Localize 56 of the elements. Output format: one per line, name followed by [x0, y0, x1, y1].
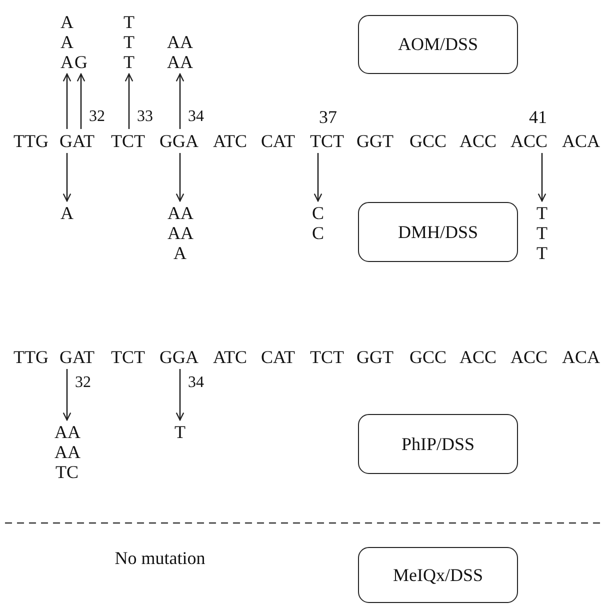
codon-text: GGT [356, 347, 394, 367]
codon-text: TTG [14, 131, 48, 151]
edge-label: 34 [188, 108, 204, 126]
codon-text: CAT [261, 131, 295, 151]
treatment-box: DMH/DSS [358, 202, 518, 262]
codon-text: ATC [213, 347, 247, 367]
codon-text: ACC [510, 131, 548, 151]
codon-text: GCC [410, 131, 446, 151]
codon-text: GGA [160, 347, 198, 367]
mutation-text: T T T [536, 203, 548, 263]
codon-text: GGA [160, 131, 198, 151]
arrow [176, 153, 184, 202]
codon-text: ATC [213, 131, 247, 151]
arrow [124, 73, 134, 129]
edge-label: 32 [89, 108, 105, 126]
codon-text: TCT [111, 347, 145, 367]
mutation-text: C C [312, 203, 324, 243]
mutation-text: A [60, 203, 74, 223]
codon-text: TCT [111, 131, 145, 151]
arrow [62, 73, 72, 129]
note-text: No mutation [114, 548, 206, 568]
arrow [176, 73, 184, 129]
codon-text: ACC [510, 347, 548, 367]
arrow [62, 369, 72, 421]
mutation-text: A A A [60, 12, 74, 72]
position-number: 37 [319, 107, 337, 127]
codon-text: ACC [460, 131, 496, 151]
mutation-text: AA AA TC [54, 422, 80, 482]
arrow [538, 153, 546, 202]
arrow [76, 73, 86, 129]
treatment-box: AOM/DSS [358, 15, 518, 74]
codon-text: TTG [14, 347, 48, 367]
edge-label: 33 [137, 108, 153, 126]
arrow [176, 369, 184, 421]
edge-label: 32 [75, 374, 91, 392]
arrow [62, 153, 72, 202]
codon-text: GAT [60, 347, 94, 367]
mutation-text: AA AA [167, 32, 193, 72]
codon-text: CAT [261, 347, 295, 367]
codon-text: ACA [562, 131, 600, 151]
mutation-text: T T T [124, 12, 134, 72]
codon-text: TCT [310, 347, 344, 367]
mutation-text: G [74, 52, 88, 72]
position-number: 41 [529, 107, 547, 127]
mutation-text: T [174, 422, 186, 442]
codon-text: GAT [60, 131, 94, 151]
codon-text: ACC [460, 347, 496, 367]
codon-text: ACA [562, 347, 600, 367]
mutation-text: AA AA A [168, 203, 192, 263]
codon-text: GGT [356, 131, 394, 151]
edge-label: 34 [188, 374, 204, 392]
treatment-box: PhIP/DSS [358, 414, 518, 474]
arrow [314, 153, 322, 202]
treatment-box: MeIQx/DSS [358, 547, 518, 603]
codon-text: TCT [310, 131, 344, 151]
codon-text: GCC [410, 347, 446, 367]
